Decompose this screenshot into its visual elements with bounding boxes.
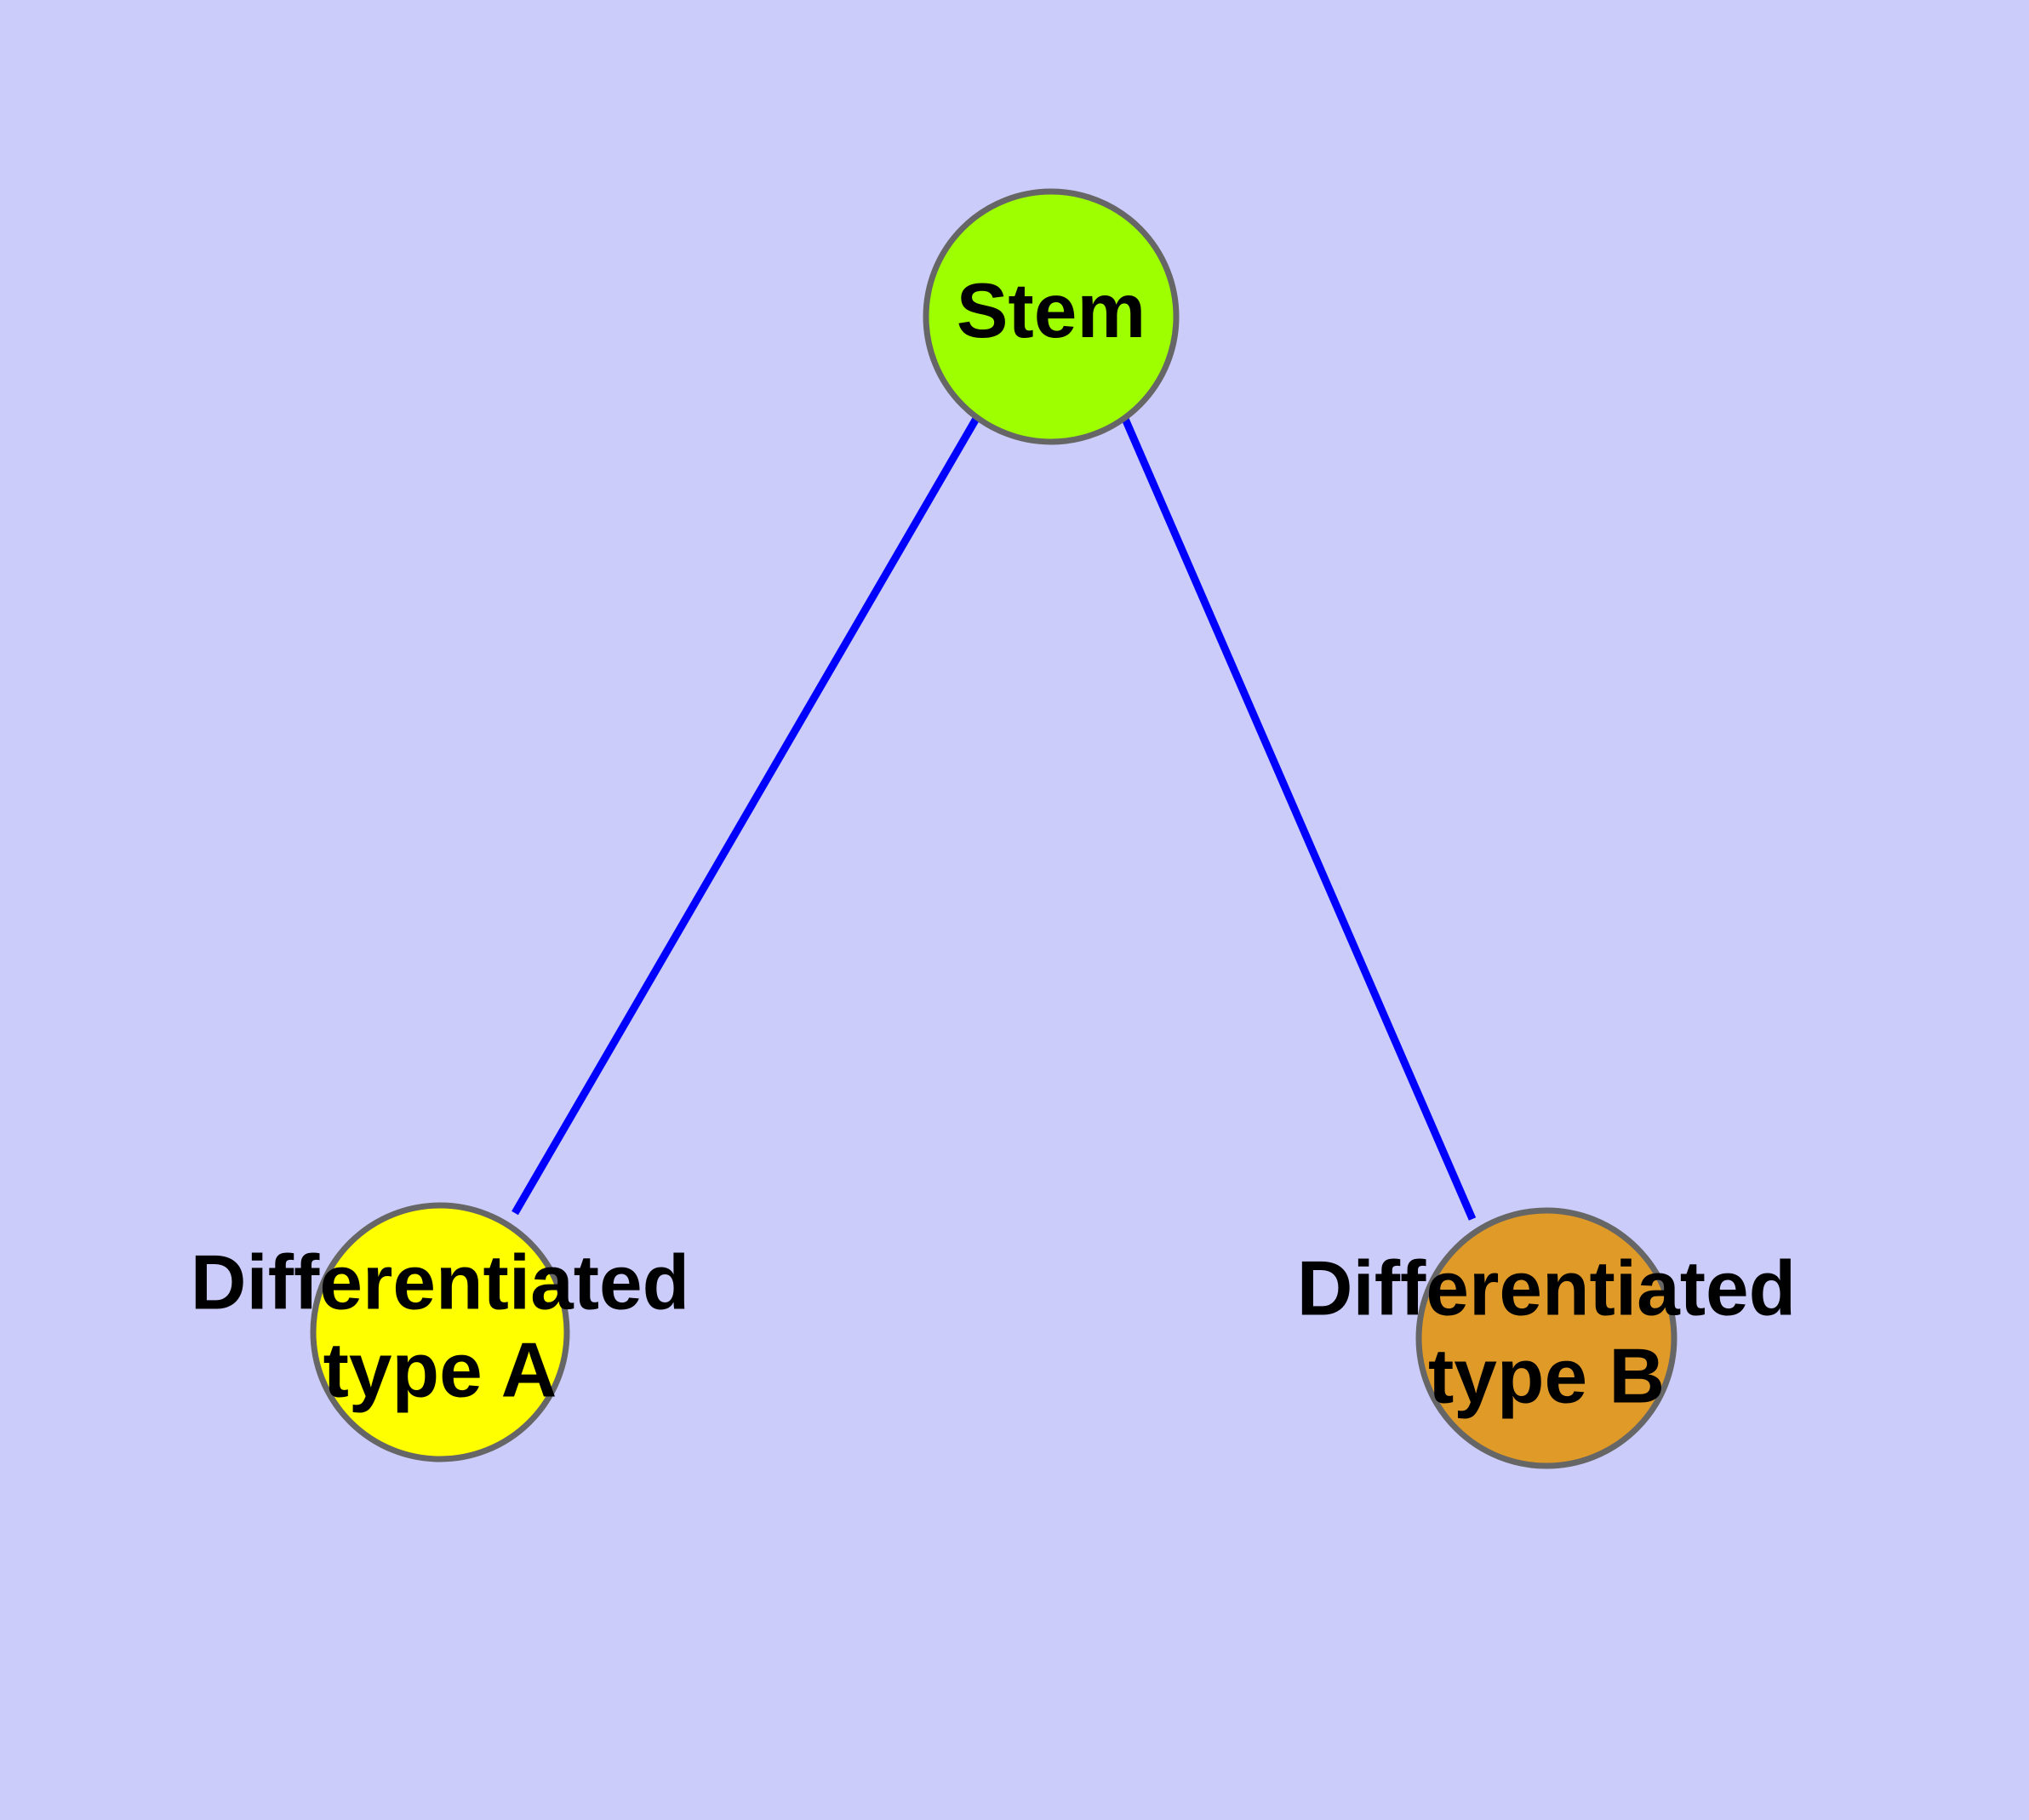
graph-node-diff-b[interactable] bbox=[1415, 1207, 1677, 1469]
graph-node-stem[interactable] bbox=[923, 188, 1180, 445]
node-label-line: Differentiated bbox=[1297, 1246, 1797, 1332]
graph-edge-stem-to-diff-a[interactable] bbox=[512, 415, 980, 1216]
node-label-line: Differentiated bbox=[191, 1240, 690, 1326]
edges-layer bbox=[512, 415, 1477, 1221]
node-label-line: type B bbox=[1428, 1334, 1665, 1420]
graph-edge-stem-to-diff-b[interactable] bbox=[1121, 417, 1477, 1221]
node-label-stem: Stem bbox=[957, 268, 1146, 354]
graph-node-diff-a[interactable] bbox=[310, 1202, 570, 1462]
node-label-line: type A bbox=[323, 1328, 557, 1414]
node-label-line: Stem bbox=[957, 268, 1146, 354]
nodes-layer bbox=[310, 188, 1677, 1469]
